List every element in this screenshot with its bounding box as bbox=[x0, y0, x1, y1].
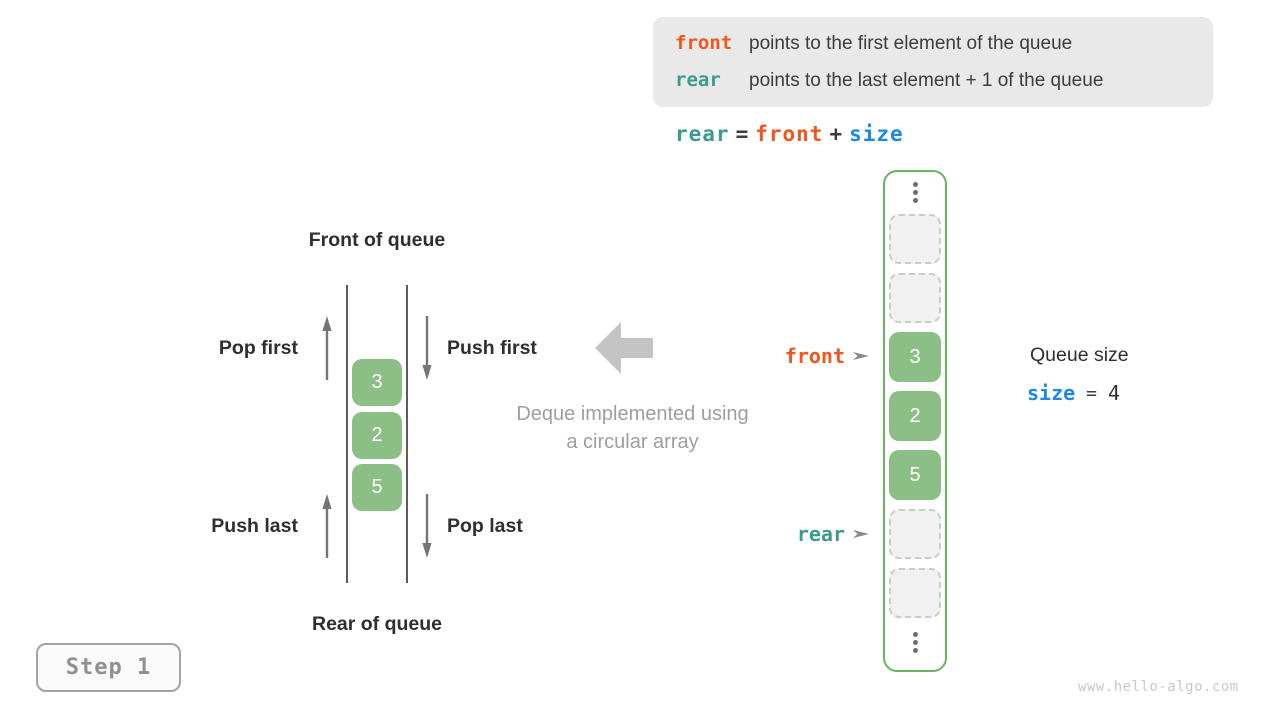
size-equals: = bbox=[1086, 382, 1098, 404]
pointer-definition-box: front points to the first element of the … bbox=[653, 17, 1213, 107]
formula-equals: = bbox=[735, 122, 750, 146]
watermark: www.hello-algo.com bbox=[1078, 679, 1239, 695]
front-definition-text: points to the first element of the queue bbox=[749, 33, 1073, 54]
queue-size-value-line: size = 4 bbox=[1027, 381, 1120, 405]
channel-wall-left bbox=[346, 285, 348, 583]
rear-pointer: rear bbox=[690, 522, 870, 546]
size-variable: size bbox=[1027, 381, 1076, 405]
array-cell-empty bbox=[889, 214, 941, 264]
down-arrow-icon bbox=[422, 494, 432, 558]
front-keyword: front bbox=[675, 32, 733, 54]
left-block-arrow-icon bbox=[595, 322, 653, 374]
rear-pointer-label: rear bbox=[796, 522, 845, 546]
rear-definition-text: points to the last element + 1 of the qu… bbox=[749, 70, 1104, 91]
pointer-arrow-icon bbox=[853, 530, 869, 538]
formula-plus: + bbox=[829, 122, 844, 146]
up-arrow-icon bbox=[322, 494, 332, 558]
channel-wall-right bbox=[406, 285, 408, 583]
ellipsis-top-icon bbox=[885, 182, 945, 203]
rear-keyword: rear bbox=[675, 69, 721, 91]
deque-cell: 3 bbox=[352, 359, 402, 406]
front-pointer: front bbox=[690, 344, 870, 368]
array-cell-filled: 2 bbox=[889, 391, 941, 441]
up-arrow-icon bbox=[322, 316, 332, 380]
deque-cell: 5 bbox=[352, 464, 402, 511]
front-definition: front points to the first element of the … bbox=[675, 25, 1213, 62]
down-arrow-icon bbox=[422, 316, 432, 380]
pointer-formula: rear=front+size bbox=[675, 122, 904, 146]
pop-first-label: Pop first bbox=[218, 337, 298, 359]
front-of-queue-title: Front of queue bbox=[308, 229, 446, 251]
caption-line-2: a circular array bbox=[566, 431, 699, 453]
formula-rear: rear bbox=[675, 122, 730, 146]
front-pointer-label: front bbox=[784, 344, 845, 368]
array-cell-empty bbox=[889, 273, 941, 323]
pop-last-label: Pop last bbox=[447, 515, 523, 537]
array-cell-filled: 5 bbox=[889, 450, 941, 500]
circular-array: 3 2 5 bbox=[883, 170, 947, 672]
step-label: Step 1 bbox=[65, 655, 152, 680]
diagram-caption: Deque implemented using a circular array bbox=[480, 400, 785, 456]
pointer-arrow-icon bbox=[853, 352, 869, 360]
ellipsis-bottom-icon bbox=[885, 632, 945, 653]
rear-of-queue-title: Rear of queue bbox=[311, 613, 443, 635]
step-indicator: Step 1 bbox=[36, 643, 181, 692]
queue-size-title: Queue size bbox=[1030, 344, 1129, 366]
formula-size: size bbox=[849, 122, 904, 146]
rear-definition: rear points to the last element + 1 of th… bbox=[675, 62, 1213, 99]
deque-cell: 2 bbox=[352, 412, 402, 459]
array-cell-empty bbox=[889, 568, 941, 618]
size-value: 4 bbox=[1108, 381, 1121, 405]
array-cell-empty bbox=[889, 509, 941, 559]
formula-front: front bbox=[755, 122, 824, 146]
caption-line-1: Deque implemented using bbox=[516, 403, 749, 425]
push-first-label: Push first bbox=[447, 337, 537, 359]
array-cell-filled: 3 bbox=[889, 332, 941, 382]
push-last-label: Push last bbox=[211, 515, 298, 537]
